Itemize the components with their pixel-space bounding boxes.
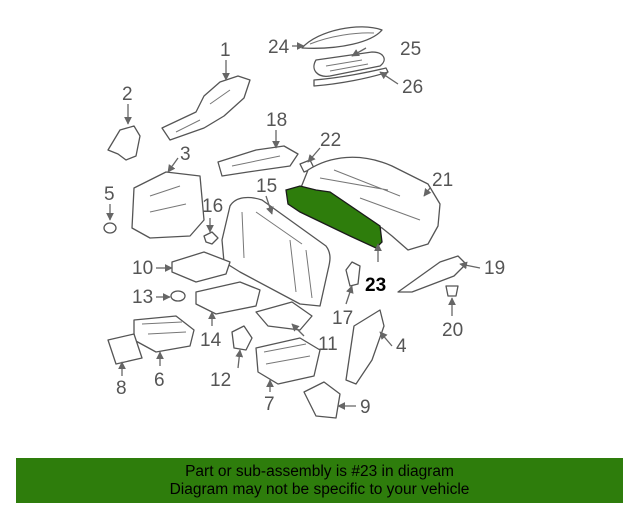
callout-19: 19	[484, 258, 505, 279]
part-17-latch	[345, 261, 361, 287]
part-7-large-bin	[255, 337, 321, 385]
part-13-grommet	[170, 290, 186, 302]
part-20-bolt	[445, 285, 459, 297]
part-25-tray	[313, 51, 385, 77]
callout-5: 5	[104, 184, 115, 205]
part-6-bin	[133, 315, 195, 353]
callout-15: 15	[256, 176, 277, 197]
callout-24: 24	[268, 37, 290, 58]
callout-1: 1	[220, 40, 231, 61]
callout-16: 16	[202, 196, 223, 217]
callout-26: 26	[402, 77, 423, 98]
callout-23: 23	[365, 275, 386, 296]
callout-4: 4	[396, 336, 407, 357]
callout-10: 10	[132, 258, 153, 279]
callout-12: 12	[210, 370, 231, 391]
part-info-banner: Part or sub-assembly is #23 in diagram D…	[16, 458, 623, 503]
callout-3: 3	[180, 144, 191, 165]
part-1-trim	[161, 75, 251, 141]
part-10-lower-tray	[171, 251, 231, 283]
part-8-plate	[107, 333, 143, 365]
callout-8: 8	[116, 378, 127, 399]
part-23-highlighted-panel	[285, 185, 383, 249]
callout-9: 9	[360, 397, 371, 418]
part-3-panel	[131, 171, 205, 239]
callout-13: 13	[132, 287, 153, 308]
part-12-bracket	[231, 325, 253, 351]
callout-22: 22	[320, 130, 341, 151]
part-14-box	[195, 281, 261, 315]
leader-lines	[106, 42, 481, 410]
callout-25: 25	[400, 39, 421, 60]
callout-18: 18	[266, 110, 287, 131]
callout-20: 20	[442, 320, 463, 341]
callout-17: 17	[332, 308, 353, 329]
part-4-pillar-trim	[345, 309, 385, 385]
part-24-cover	[301, 26, 383, 49]
callout-14: 14	[200, 330, 222, 351]
callout-6: 6	[154, 370, 165, 391]
callout-21: 21	[432, 170, 453, 191]
banner-line-disclaimer: Diagram may not be specific to your vehi…	[169, 480, 470, 498]
part-16-fastener	[203, 231, 219, 245]
part-5-clip	[103, 222, 117, 234]
part-9-lower-panel	[303, 381, 341, 419]
callout-labels: 24 25 26 1 2 3 5 16 18 22 21 15 23 10 13…	[104, 37, 505, 418]
part-18-bolster	[217, 145, 299, 177]
part-2-bracket	[107, 125, 141, 161]
callout-2: 2	[122, 84, 133, 105]
callout-7: 7	[264, 394, 275, 415]
part-11-lid	[255, 301, 313, 331]
callout-11: 11	[318, 334, 338, 355]
parts-diagram: 24 25 26 1 2 3 5 16 18 22 21 15 23 10 13…	[103, 26, 505, 419]
banner-line-part-number: Part or sub-assembly is #23 in diagram	[185, 462, 454, 480]
part-15-seat-back	[221, 196, 331, 307]
